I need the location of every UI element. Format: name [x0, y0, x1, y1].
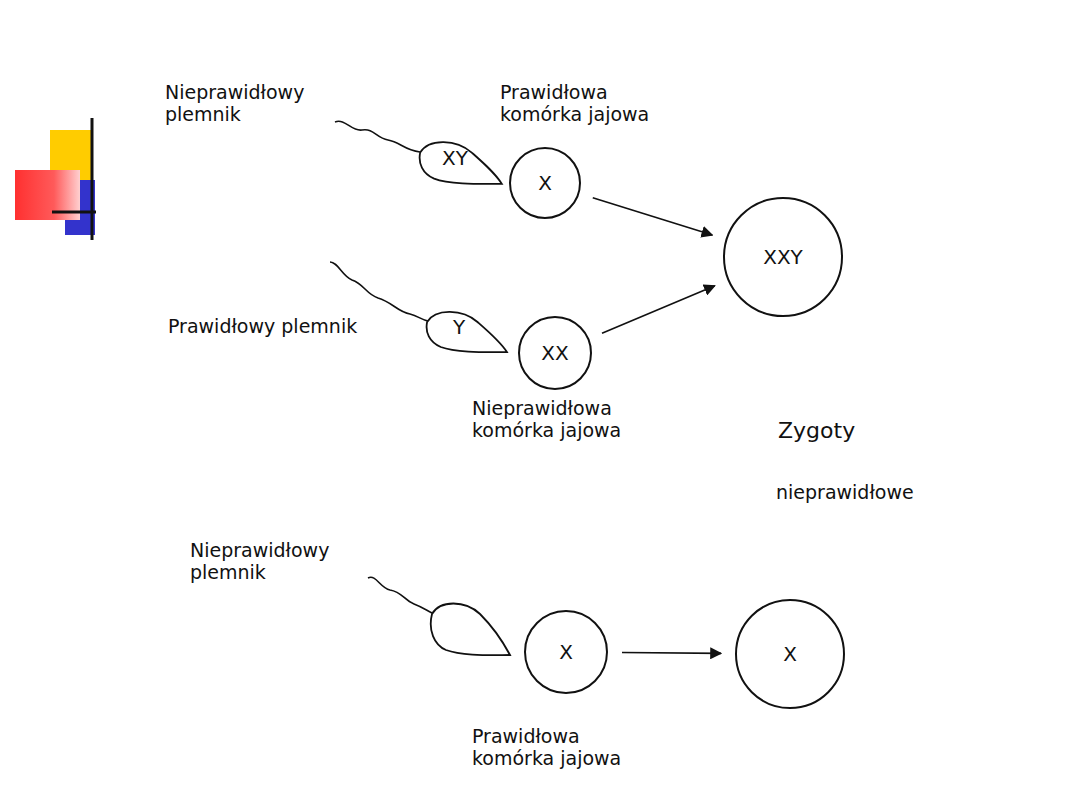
arrow-connector	[622, 652, 721, 654]
cell-circle: X	[524, 610, 608, 694]
caption-label: Nieprawidłowa komórka jajowa	[472, 398, 662, 442]
caption-label: Prawidłowa komórka jajowa	[472, 726, 657, 770]
chromosome-set: XXY	[763, 246, 803, 268]
chromosome-set: X	[538, 172, 552, 194]
sperm-cell: XY	[418, 138, 504, 186]
arrow-connector	[602, 286, 715, 333]
caption-label: Nieprawidłowy plemnik	[165, 82, 340, 126]
sperm-tails	[330, 121, 432, 613]
caption-label: Prawidłowa komórka jajowa	[500, 82, 685, 126]
cell-circle: XXY	[723, 197, 843, 317]
arrow-connector	[593, 198, 713, 235]
caption-label: Nieprawidłowy plemnik	[190, 540, 365, 584]
cell-circle: XX	[518, 316, 592, 390]
cell-circle: X	[735, 599, 845, 709]
ornament-line	[91, 118, 94, 240]
cell-circle: X	[509, 147, 581, 219]
slide-ornament	[15, 118, 96, 240]
chromosome-set: Y	[453, 316, 465, 338]
sperm-tail	[368, 577, 432, 613]
caption-label: Prawidłowy plemnik	[168, 316, 428, 338]
sperm-head	[431, 604, 510, 656]
sperm-tail	[335, 121, 420, 152]
caption-label: nieprawidłowe	[776, 482, 996, 504]
sperm-tail	[330, 262, 428, 321]
caption-label: Zygoty	[778, 418, 978, 443]
chromosome-set: XX	[541, 342, 568, 364]
chromosome-set: X	[559, 641, 573, 663]
chromosome-set: X	[783, 643, 797, 665]
chromosome-set: XY	[442, 147, 468, 169]
sperm-head	[425, 308, 509, 354]
sperm-cell: Y	[425, 308, 509, 354]
ornament-line	[52, 211, 96, 214]
